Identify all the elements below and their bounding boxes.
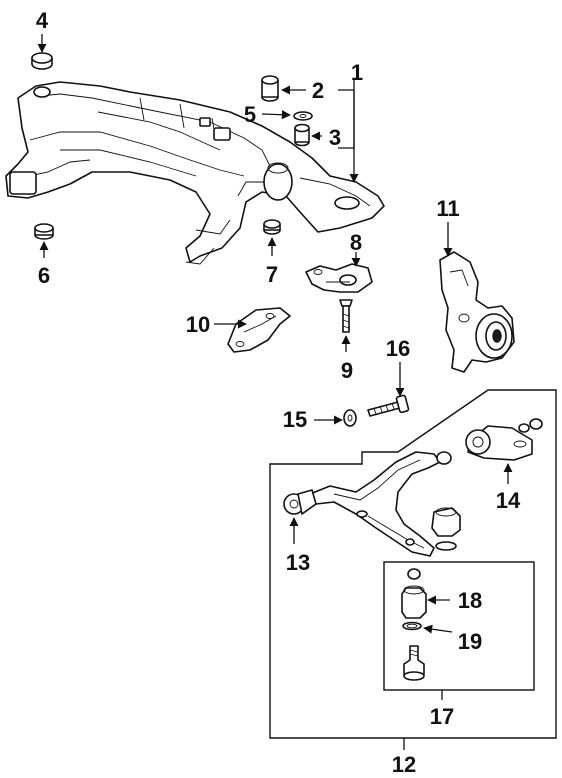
rear-bushing-part: [465, 418, 543, 461]
callout-11: 11: [436, 196, 459, 221]
callout-19: 19: [458, 629, 482, 654]
callout-13: 13: [286, 550, 310, 575]
nut-6-part: [34, 223, 54, 240]
callout-3: 3: [329, 125, 341, 150]
callout-10: 10: [186, 312, 210, 337]
callout-8: 8: [350, 230, 362, 255]
front-bushing-part: [283, 489, 317, 515]
callout-14: 14: [496, 488, 521, 513]
crossmember-part: [5, 81, 385, 265]
steering-knuckle-part: [439, 251, 515, 373]
washer-15-part: [343, 409, 357, 427]
washer-part: [293, 111, 313, 121]
callout-6: 6: [38, 263, 50, 288]
callout-18: 18: [458, 588, 482, 613]
callout-16: 16: [386, 336, 410, 361]
ball-joint-boot-part: [401, 568, 427, 619]
bolt-16-part: [367, 394, 410, 417]
nut-7-part: [263, 219, 281, 235]
callout-2: 2: [312, 78, 324, 103]
mount-bracket-8-part: [305, 263, 373, 293]
callout-15: 15: [283, 407, 307, 432]
ball-joint-part: [403, 645, 425, 681]
callout-5: 5: [244, 102, 256, 127]
dust-boot-part: [431, 507, 461, 551]
callout-9: 9: [341, 358, 353, 383]
callout-12: 12: [392, 752, 416, 777]
callout-4: 4: [36, 8, 49, 33]
snap-ring-part: [402, 621, 422, 631]
callout-17: 17: [430, 704, 454, 729]
callout-7: 7: [266, 262, 278, 287]
sleeve-part: [294, 123, 310, 147]
bracket-10-part: [227, 307, 291, 353]
bushing-part: [261, 75, 279, 102]
lower-control-arm-part: [309, 451, 452, 557]
bolt-9-part: [339, 299, 353, 333]
callout-1: 1: [351, 60, 363, 85]
mount-nut-part: [31, 52, 53, 70]
